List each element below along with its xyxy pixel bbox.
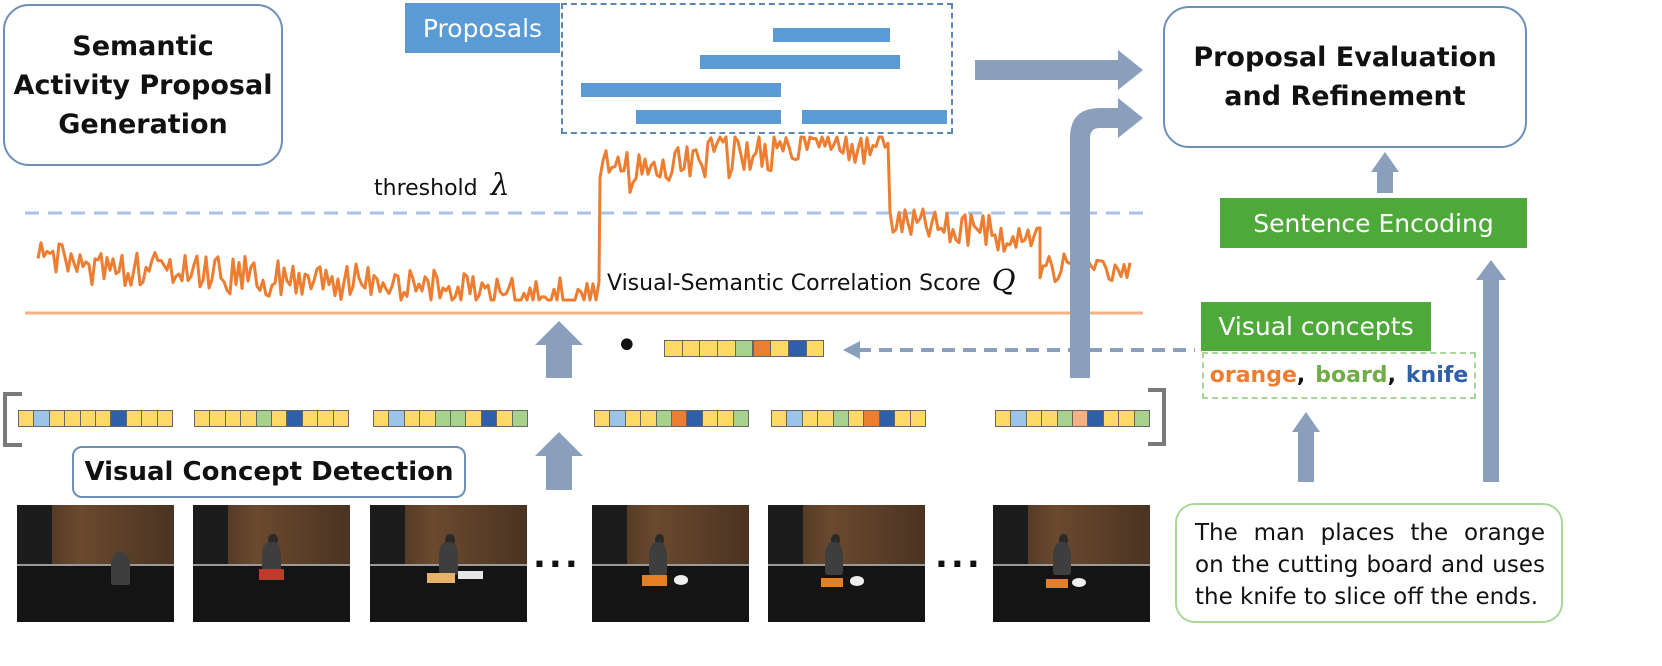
dot-product-symbol: • <box>615 323 639 369</box>
q-symbol: Q <box>991 263 1016 297</box>
up-arrow-icon <box>1292 412 1320 482</box>
proposals-label: Proposals <box>405 3 560 53</box>
visual-concepts-label: Visual concepts <box>1201 302 1431 351</box>
up-arrow-icon <box>535 432 583 490</box>
sentence-box: The man places the orange on the cutting… <box>1175 503 1563 623</box>
correlation-score-label: Visual-Semantic Correlation Score Q <box>607 263 1016 297</box>
elbow-arrow-icon <box>1070 98 1143 378</box>
proposals-box <box>561 3 953 134</box>
video-frame <box>993 505 1150 622</box>
semantic-activity-proposal-generation-box: Semantic Activity Proposal Generation <box>3 4 283 166</box>
up-arrow-icon <box>535 321 583 378</box>
concept-cell <box>732 410 749 427</box>
proposal-evaluation-box: Proposal Evaluation and Refinement <box>1163 6 1527 148</box>
dashed-left-arrow-icon <box>843 341 1195 359</box>
proposal-bar <box>802 110 947 124</box>
ellipsis: ... <box>935 536 983 576</box>
concept-separator: , <box>1387 363 1396 388</box>
threshold-text: threshold <box>374 176 478 201</box>
sentence-line: The man places the orange <box>1195 520 1545 546</box>
left-bracket-icon <box>3 392 22 447</box>
concept-cell <box>156 410 173 427</box>
correlation-score-text: Visual-Semantic Correlation Score <box>607 271 981 296</box>
lambda-symbol: λ <box>490 168 510 203</box>
video-frame <box>370 505 527 622</box>
sentence-line: on the cutting board and uses <box>1195 552 1545 578</box>
concept-cell <box>1133 410 1150 427</box>
concept-knife: knife <box>1405 363 1469 388</box>
video-frame <box>17 505 174 622</box>
visual-concept-detection-box: Visual Concept Detection <box>72 446 466 498</box>
video-frame <box>592 505 749 622</box>
concept-cell <box>511 410 528 427</box>
proposal-bar <box>581 83 781 97</box>
sentence-line: the knife to slice off the ends. <box>1195 584 1539 610</box>
up-arrow-icon <box>1371 152 1399 193</box>
concept-separator: , <box>1296 363 1306 388</box>
proposal-bar <box>700 55 900 69</box>
concept-cell <box>332 410 349 427</box>
concept-cell <box>909 410 926 427</box>
visual-concepts-list: orange , board , knife <box>1202 352 1476 399</box>
ellipsis: ... <box>533 536 581 576</box>
proposal-bar <box>773 28 890 42</box>
right-bracket-icon <box>1148 388 1166 446</box>
threshold-label: threshold λ <box>374 168 510 203</box>
video-frame <box>768 505 925 622</box>
concept-board: board <box>1315 363 1388 388</box>
correlation-score-curve <box>36 135 1132 302</box>
up-arrow-icon <box>1476 260 1506 482</box>
video-frame <box>193 505 350 622</box>
proposal-bar <box>636 110 781 124</box>
concept-cell <box>805 340 825 357</box>
sentence-encoding-label: Sentence Encoding <box>1220 198 1527 248</box>
concept-orange: orange <box>1209 363 1297 388</box>
right-arrow-icon <box>975 50 1143 90</box>
